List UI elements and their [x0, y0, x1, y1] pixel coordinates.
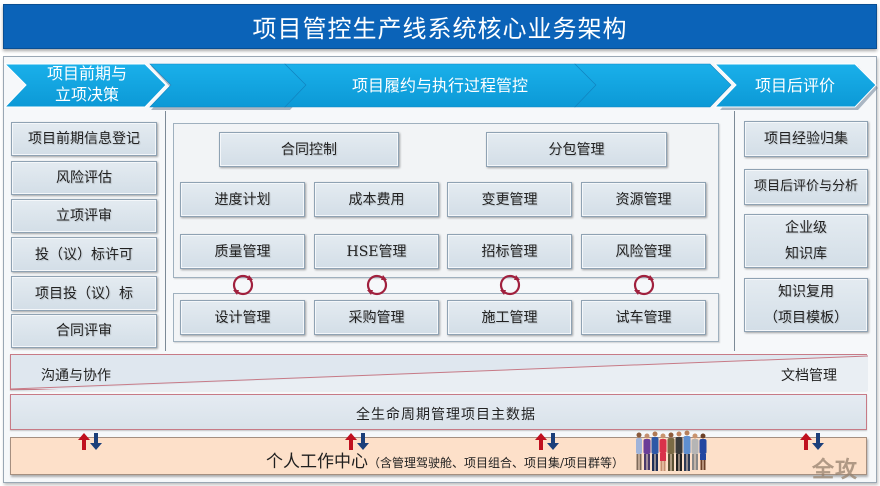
- master-data-band[interactable]: 全生命周期管理项目主数据: [10, 394, 867, 430]
- phase-chevrons-graphic: [3, 63, 878, 110]
- right-item-post-evaluation-analysis[interactable]: 项目后评价与分析: [744, 169, 868, 205]
- up-down-arrows-icon: [78, 433, 102, 450]
- left-item-bid-permit[interactable]: 投（议）标许可: [11, 237, 157, 272]
- left-item-contract-review[interactable]: 合同评审: [11, 314, 157, 348]
- phase-execution-label: 项目履约与执行过程管控: [351, 76, 528, 95]
- phase-chevron-execution-1: [149, 63, 307, 108]
- watermark: 全攻略: [812, 458, 859, 483]
- cycle-arrows-icon: [232, 274, 254, 296]
- design-management-box[interactable]: 设计管理: [180, 300, 305, 335]
- cycle-arrows-icon: [499, 274, 521, 296]
- cycle-arrows-icon: [366, 274, 388, 296]
- left-item-project-bidding[interactable]: 项目投（议）标: [11, 276, 157, 311]
- left-item-info-registration[interactable]: 项目前期信息登记: [11, 122, 157, 156]
- page-title: 项目管控生产线系统核心业务架构: [3, 4, 877, 49]
- commissioning-management-box[interactable]: 试车管理: [581, 300, 706, 335]
- diagonal-divider: [11, 355, 868, 391]
- people-group-icon: [636, 430, 707, 471]
- phase-post-evaluation-label: 项目后评价: [754, 76, 835, 95]
- schedule-plan-box[interactable]: 进度计划: [180, 182, 305, 217]
- right-column-divider: [734, 111, 735, 351]
- change-management-box[interactable]: 变更管理: [447, 182, 572, 217]
- personal-center-title: 个人工作中心: [266, 452, 368, 472]
- up-down-arrows-icon: [800, 433, 824, 450]
- communication-label[interactable]: 沟通与协作: [41, 368, 111, 384]
- phase-initiation-label: 项目前期与 立项决策: [46, 64, 127, 104]
- communication-document-band: 沟通与协作 文档管理: [10, 354, 868, 391]
- cycle-arrows-icon: [633, 274, 655, 296]
- subcontract-management-box[interactable]: 分包管理: [486, 132, 667, 167]
- procurement-management-box[interactable]: 采购管理: [314, 300, 439, 335]
- documents-label[interactable]: 文档管理: [781, 368, 837, 384]
- tender-management-box[interactable]: 招标管理: [447, 234, 572, 269]
- hse-management-box[interactable]: HSE管理: [314, 234, 439, 269]
- phase-bar: 项目前期与 立项决策 项目履约与执行过程管控 项目后评价: [0, 61, 880, 111]
- cost-expense-box[interactable]: 成本费用: [314, 182, 439, 217]
- personal-work-center[interactable]: 个人工作中心（含管理驾驶舱、项目组合、项目集/项目群等）: [10, 437, 867, 475]
- left-item-project-approval[interactable]: 立项评审: [11, 199, 157, 233]
- contract-control-box[interactable]: 合同控制: [219, 132, 399, 167]
- phase-chevron-post-evaluation: [713, 63, 877, 108]
- resource-management-box[interactable]: 资源管理: [581, 182, 706, 217]
- right-item-knowledge-base[interactable]: 企业级 知识库: [744, 214, 868, 268]
- right-item-knowledge-reuse[interactable]: 知识复用 （项目模板）: [744, 278, 868, 332]
- up-down-arrows-icon: [535, 433, 559, 450]
- phase-chevron-initiation: [3, 63, 167, 108]
- master-data-label: 全生命周期管理项目主数据: [356, 407, 536, 423]
- risk-management-box[interactable]: 风险管理: [581, 234, 706, 269]
- construction-management-box[interactable]: 施工管理: [447, 300, 572, 335]
- right-item-experience-collection[interactable]: 项目经验归集: [744, 121, 868, 157]
- personal-center-subtitle: （含管理驾驶舱、项目组合、项目集/项目群等）: [368, 456, 625, 470]
- left-column-divider: [165, 111, 166, 351]
- left-item-risk-assessment[interactable]: 风险评估: [11, 161, 157, 195]
- up-down-arrows-icon: [345, 433, 369, 450]
- quality-management-box[interactable]: 质量管理: [180, 234, 305, 269]
